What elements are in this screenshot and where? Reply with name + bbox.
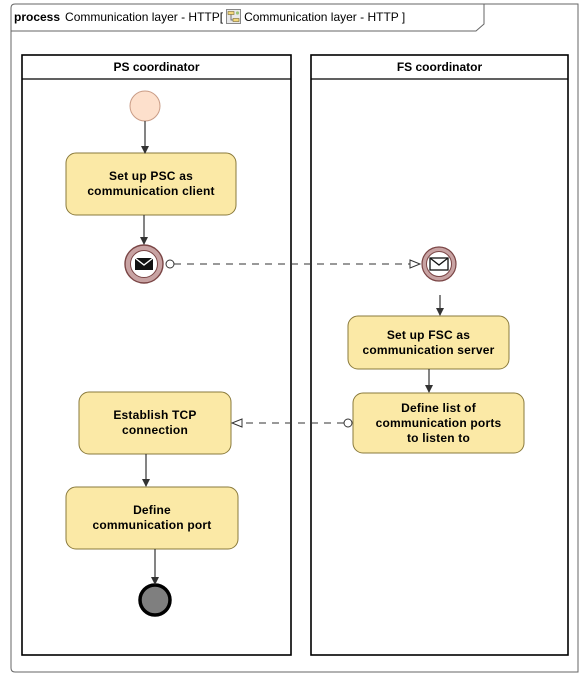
receive-message-event[interactable] xyxy=(421,246,457,282)
start-event[interactable] xyxy=(129,90,161,122)
task-text-line: communication server xyxy=(362,342,495,357)
task-text-line: Establish TCP xyxy=(113,408,197,422)
lane-ps-coordinator xyxy=(21,54,292,656)
task-text-line: Set up FSC as xyxy=(386,327,471,342)
frame-title: process Communication layer - HTTP [ Com… xyxy=(14,9,405,24)
envelope-icon xyxy=(429,257,449,271)
lane-header-ps-coordinator: PS coordinator xyxy=(113,60,200,74)
lane-fs-coordinator xyxy=(310,54,569,656)
end-event[interactable] xyxy=(138,583,172,617)
task-label-setup-fsc: Set up FSC as communication server xyxy=(348,316,509,369)
envelope-icon xyxy=(134,257,154,270)
frame-diagram-reference[interactable]: Communication layer - HTTP xyxy=(244,9,399,24)
message-flow-send-to-receive[interactable] xyxy=(165,260,420,268)
task-text-line: communication client xyxy=(87,184,215,198)
message-flow-ports-to-tcp[interactable] xyxy=(232,419,353,427)
frame-border xyxy=(10,3,579,673)
task-text-line: Define list of xyxy=(401,400,476,415)
frame-process-name: Communication layer - HTTP xyxy=(65,9,220,24)
task-label-establish-tcp: Establish TCP connection xyxy=(79,392,231,454)
frame-title-tab xyxy=(11,4,485,32)
task-label-define-ports: Define list of communication ports to li… xyxy=(353,393,524,453)
task-text-line: Define xyxy=(133,503,171,517)
frame-keyword: process xyxy=(14,9,61,24)
frame-bracket-close: ] xyxy=(401,9,406,24)
task-text-line: connection xyxy=(121,423,188,437)
task-text-line: Set up PSC as xyxy=(109,169,193,183)
task-label-define-port: Define communication port xyxy=(66,487,238,549)
task-label-setup-psc: Set up PSC as communication client xyxy=(66,153,236,215)
send-message-event[interactable] xyxy=(124,244,164,284)
task-text-line: communication ports xyxy=(375,415,502,430)
task-setup-psc[interactable] xyxy=(65,152,237,216)
task-define-ports[interactable] xyxy=(352,392,525,454)
frame-bracket-open: [ xyxy=(219,9,224,24)
activity-diagram-icon[interactable] xyxy=(226,9,242,24)
task-text-line: communication port xyxy=(92,518,212,532)
lane-header-fs-coordinator: FS coordinator xyxy=(396,60,483,74)
task-text-line: to listen to xyxy=(406,430,471,445)
task-define-port[interactable] xyxy=(65,486,239,550)
